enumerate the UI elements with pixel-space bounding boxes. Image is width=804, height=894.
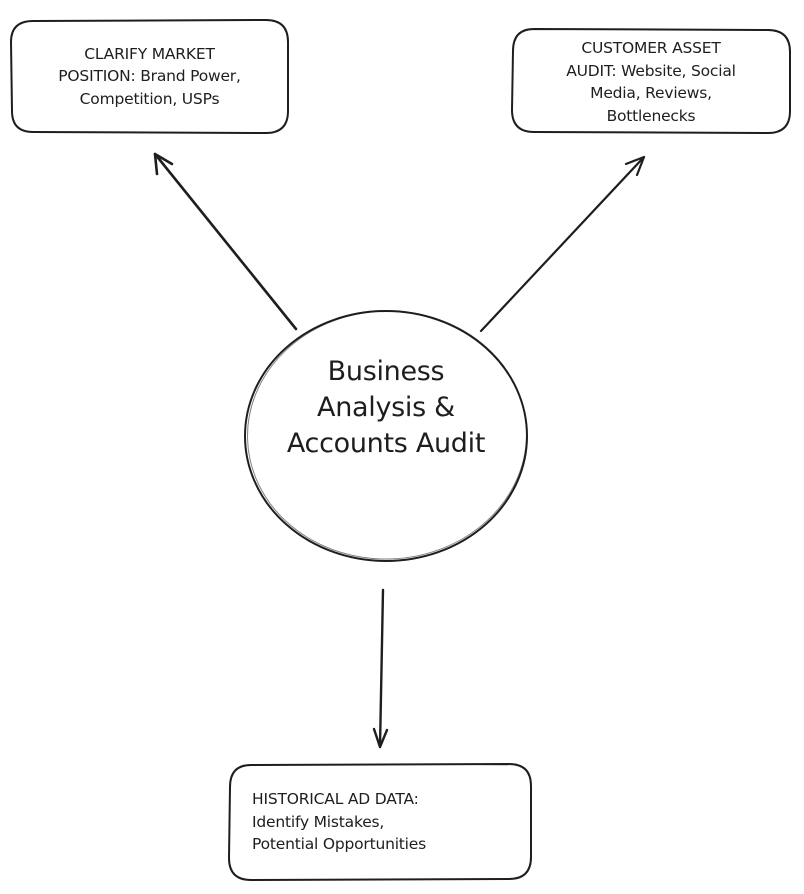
node-line: Potential Opportunities [252, 835, 426, 854]
node-box-clarify-market-position[interactable] [10, 19, 289, 134]
node-clarify-market-position: CLARIFY MARKET POSITION: Brand Power, Co… [11, 20, 288, 133]
center-node-label: Business Analysis & Accounts Audit [245, 316, 527, 500]
center-node-line: Business [327, 356, 445, 387]
node-line: HISTORICAL AD DATA: [252, 790, 419, 809]
node-line: Bottlenecks [606, 106, 696, 125]
node-box-customer-asset-audit[interactable] [511, 28, 791, 134]
center-node-line: Accounts Audit [286, 428, 486, 459]
edge-arrow-to-historical-ad-data [372, 588, 389, 749]
node-line: Competition, USPs [79, 89, 220, 108]
node-historical-ad-data: HISTORICAL AD DATA: Identify Mistakes, P… [252, 764, 531, 880]
node-line: Media, Reviews, [590, 84, 712, 102]
edge-arrow-to-clarify-market-position [153, 152, 298, 331]
node-line: CLARIFY MARKET [84, 44, 215, 63]
node-line: AUDIT: Website, Social [566, 61, 736, 80]
edge-arrow-to-customer-asset-audit [479, 155, 646, 333]
node-box-historical-ad-data[interactable] [228, 763, 532, 881]
node-line: CUSTOMER ASSET [581, 39, 721, 57]
center-node-line: Analysis & [317, 392, 455, 423]
node-customer-asset-audit: CUSTOMER ASSET AUDIT: Website, Social Me… [512, 31, 790, 133]
node-line: Identify Mistakes, [252, 812, 385, 831]
center-node-ellipse-sketch [247, 310, 527, 560]
node-line: POSITION: Brand Power, [58, 67, 241, 86]
